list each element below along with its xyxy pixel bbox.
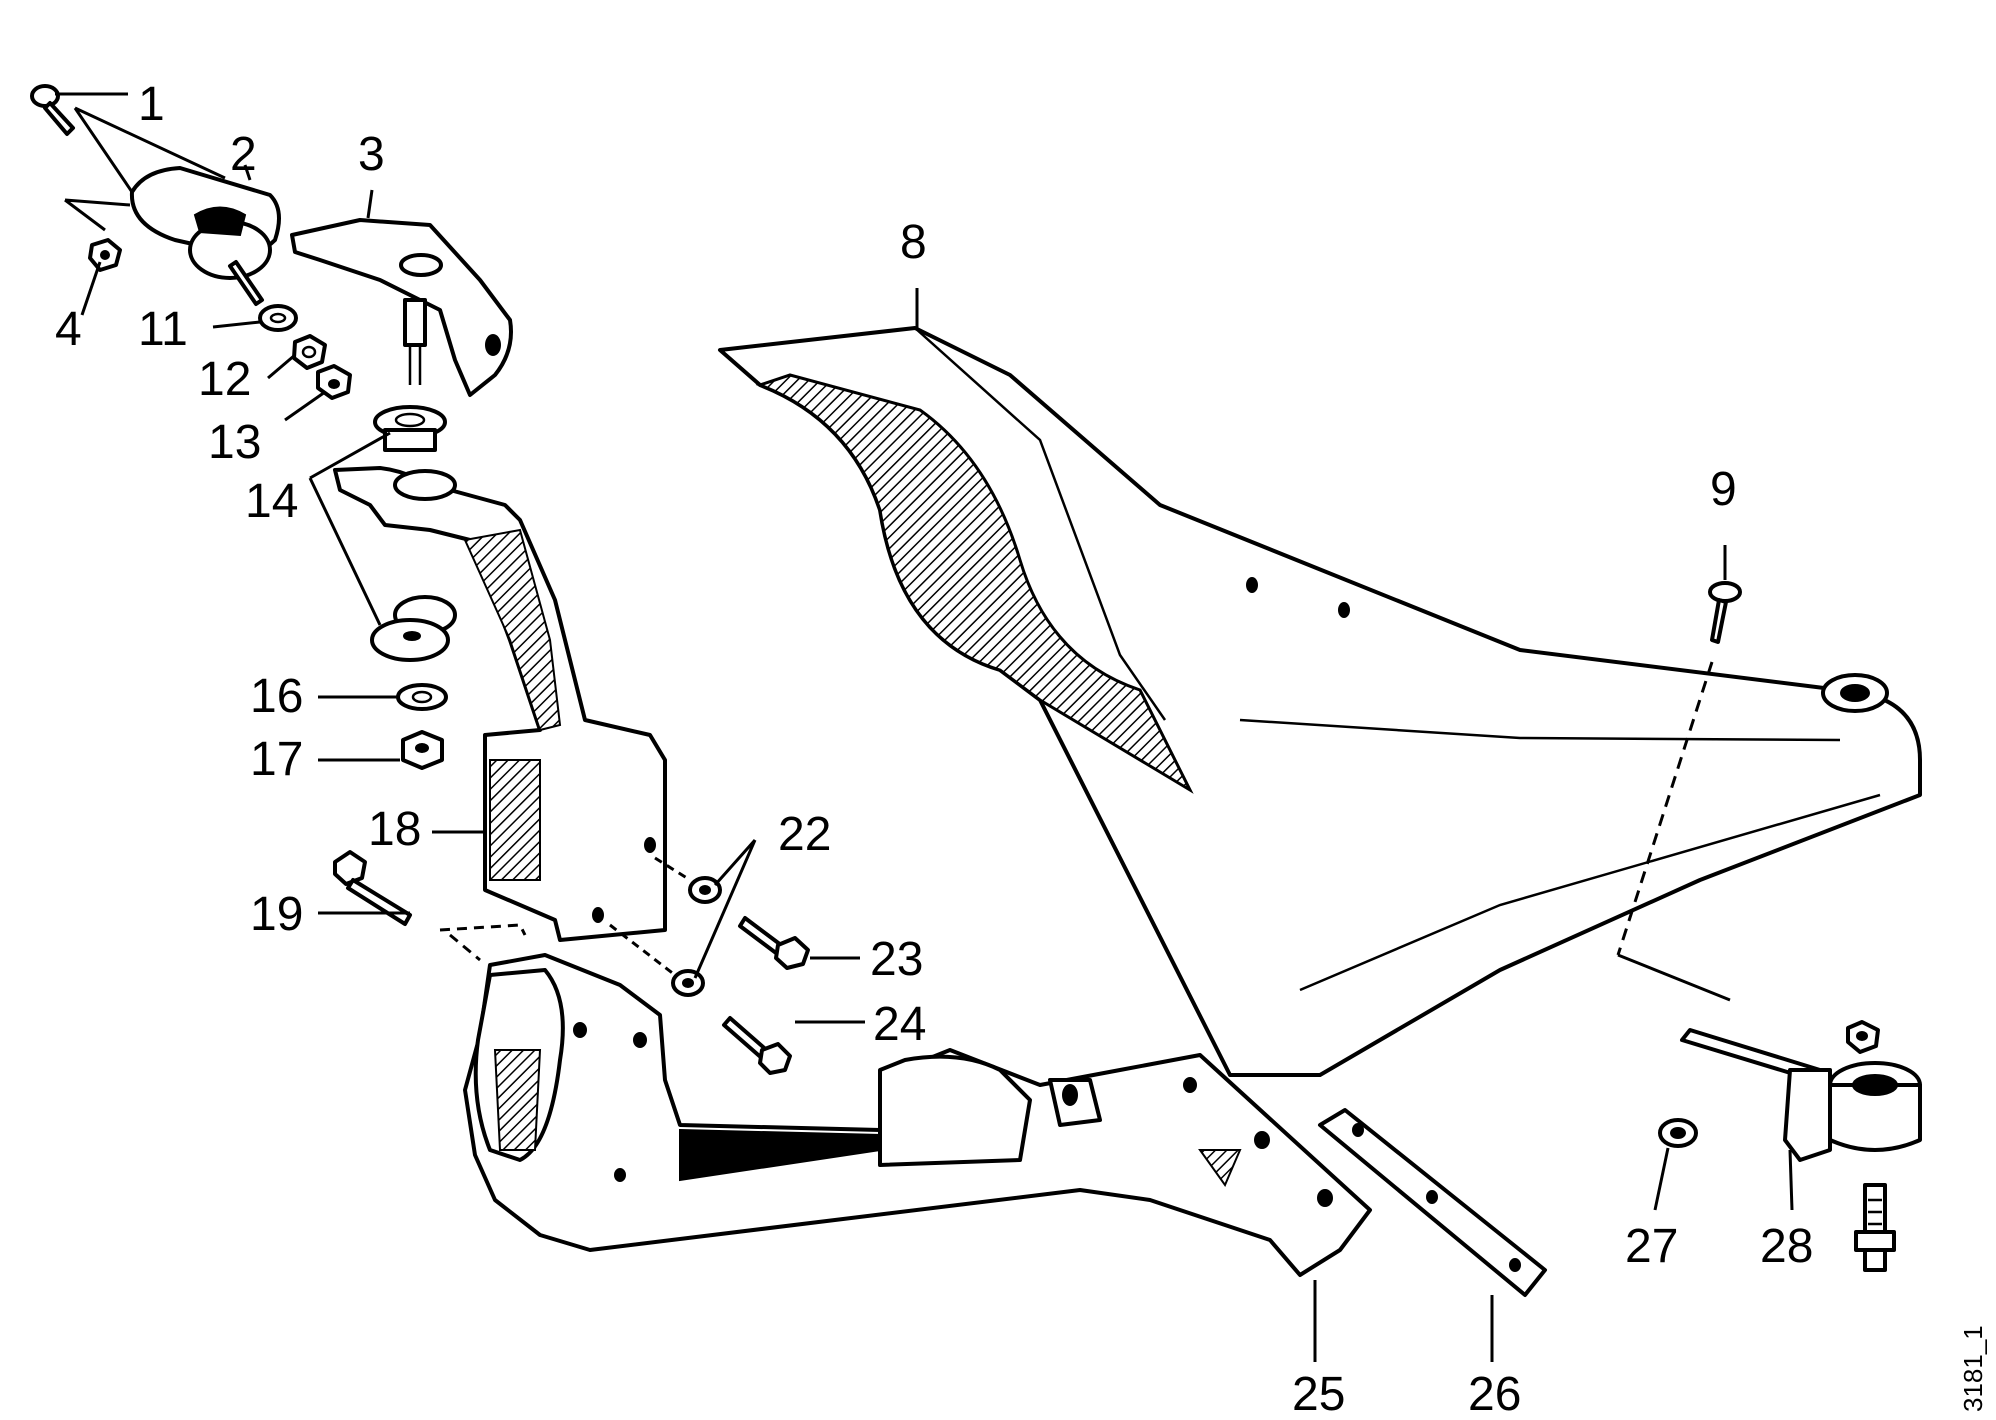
part-28-lever [1680, 1020, 1922, 1272]
part-27-bush [1658, 1118, 1698, 1148]
figure-id: 3181_1 [1958, 1325, 1988, 1412]
callout-23: 23 [870, 933, 923, 986]
callout-14: 14 [245, 475, 298, 528]
part-23-bolt [738, 916, 810, 970]
callout-28: 28 [1760, 1220, 1813, 1273]
callout-18: 18 [368, 803, 421, 856]
part-18-upright-support [333, 466, 667, 942]
part-1-screw [30, 84, 75, 136]
callout-labels: 1 2 3 4 8 9 11 12 13 14 16 17 18 19 22 2… [55, 78, 1813, 1420]
callout-2: 2 [230, 128, 257, 181]
part-12-nut [292, 334, 327, 370]
callout-17: 17 [250, 733, 303, 786]
part-25-cross-member [463, 953, 1372, 1277]
callout-3: 3 [358, 128, 385, 181]
callout-9: 9 [1710, 463, 1737, 516]
part-4-nut [88, 238, 122, 272]
callout-19: 19 [250, 888, 303, 941]
part-13-nut [316, 364, 352, 400]
part-8-frame-cover [718, 326, 1922, 1077]
leader-lines [55, 92, 1794, 1362]
callout-12: 12 [198, 353, 251, 406]
part-9-screw [1616, 581, 1742, 1002]
callout-1: 1 [138, 78, 165, 131]
part-14-rubber-bushes [370, 405, 457, 662]
callout-13: 13 [208, 416, 261, 469]
callout-8: 8 [900, 216, 927, 269]
callout-25: 25 [1292, 1368, 1345, 1420]
part-3-bracket [290, 218, 513, 397]
callout-26: 26 [1468, 1368, 1521, 1420]
callout-11: 11 [138, 303, 188, 356]
part-2-rubber-mount [129, 166, 281, 306]
part-17-nut [401, 730, 444, 770]
part-16-washer [396, 683, 448, 711]
callout-4: 4 [55, 303, 82, 356]
part-22-washers [609, 856, 722, 997]
part-11-washer [258, 304, 298, 332]
callout-27: 27 [1625, 1220, 1678, 1273]
part-24-bolt [722, 1016, 792, 1075]
callout-24: 24 [873, 998, 926, 1051]
callout-16: 16 [250, 670, 303, 723]
callout-22: 22 [778, 808, 831, 861]
part-26-plate [1318, 1108, 1547, 1297]
